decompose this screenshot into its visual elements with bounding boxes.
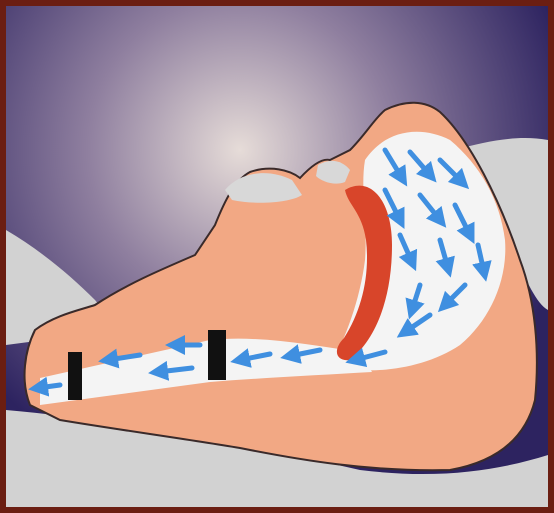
arrow-icon (38, 385, 60, 388)
valve-icon (68, 352, 82, 400)
valve-icon (208, 330, 226, 380)
